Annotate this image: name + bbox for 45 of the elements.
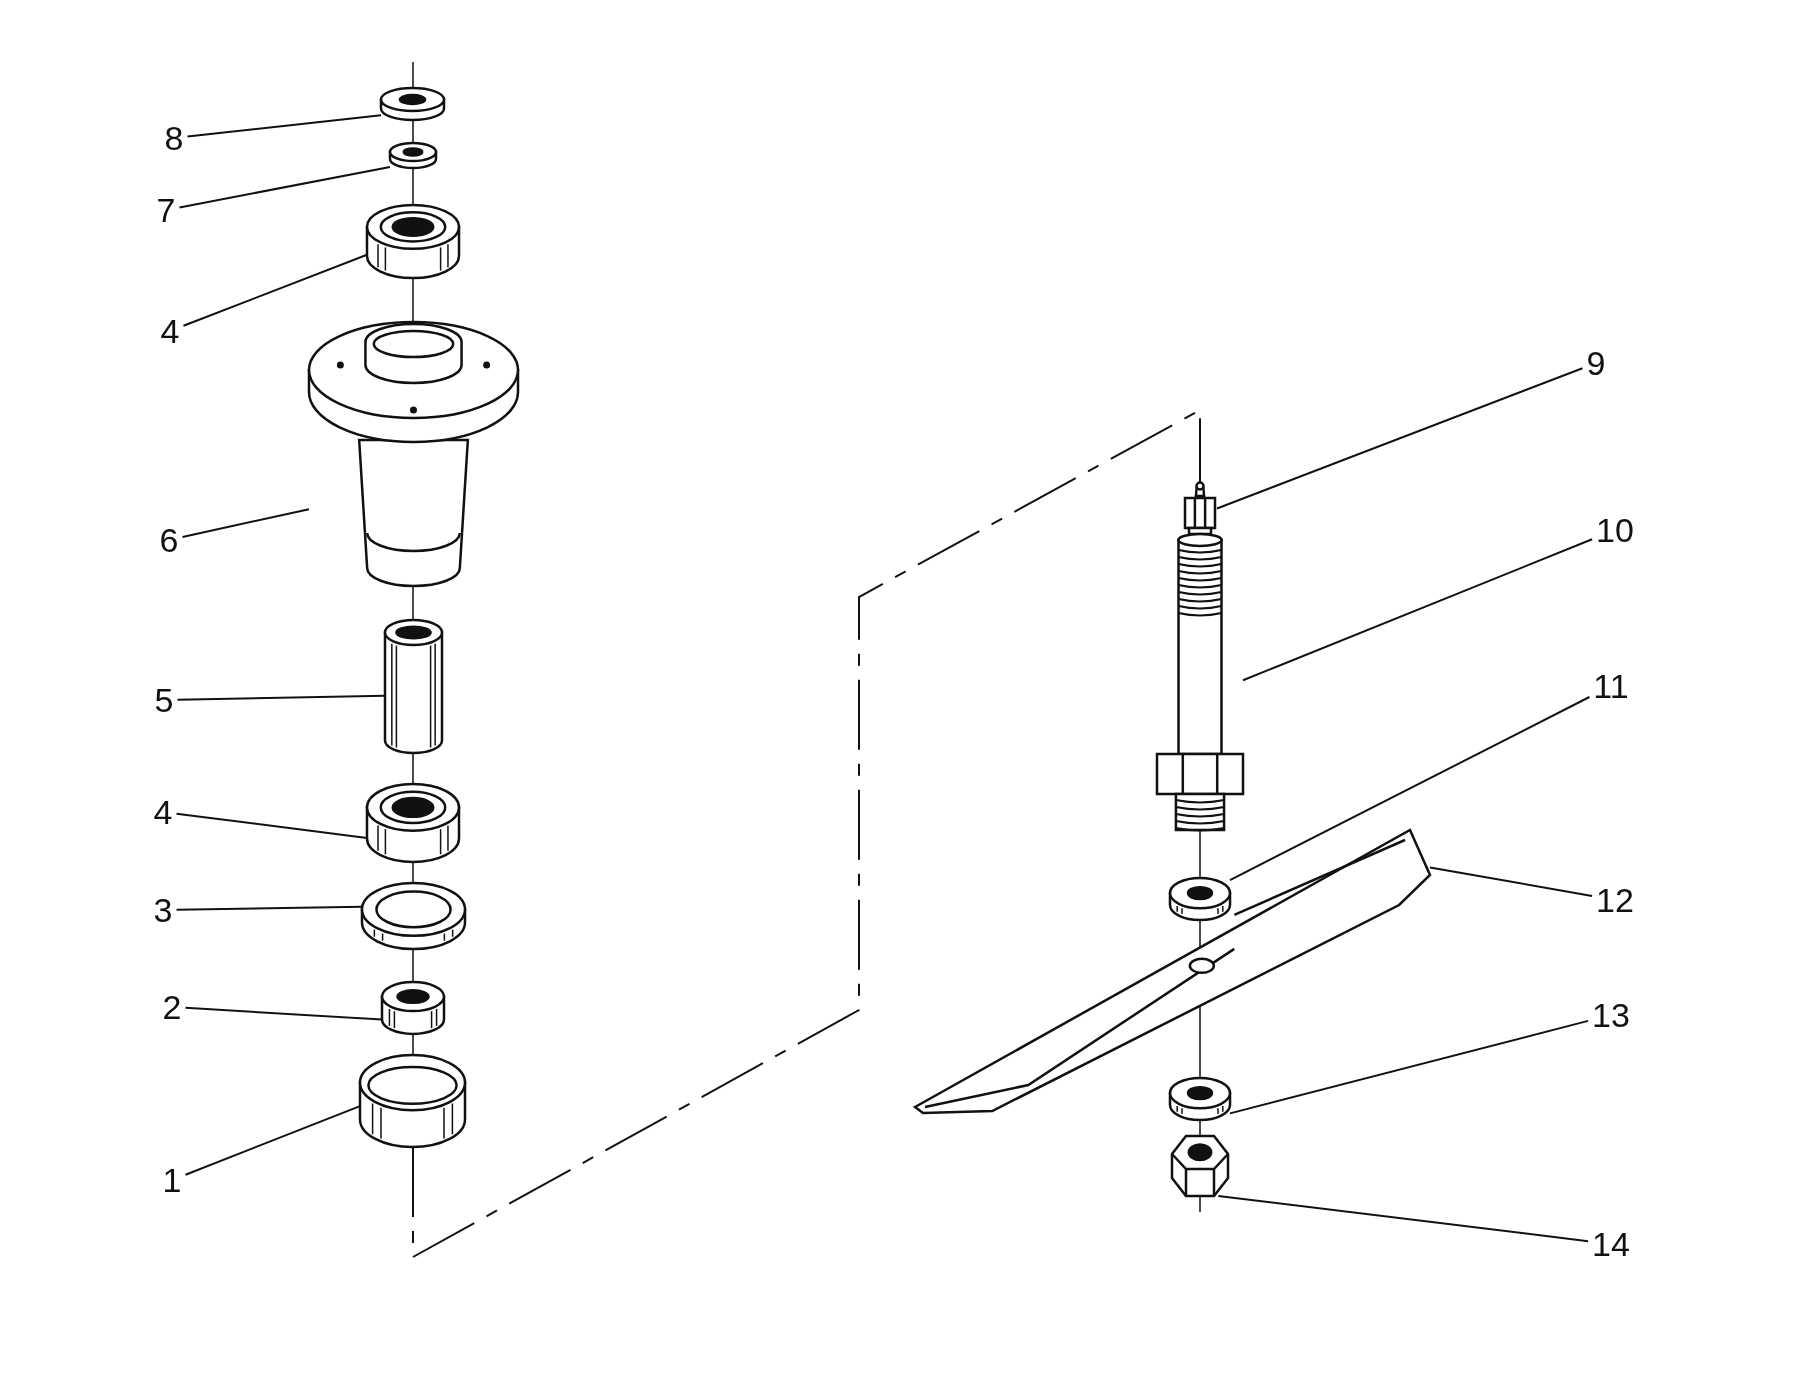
leader-line xyxy=(1217,1195,1590,1243)
nut-drawing xyxy=(1170,1134,1230,1198)
callout-number: 7 xyxy=(156,193,176,227)
bearing-drawing xyxy=(365,203,461,280)
callout-number: 12 xyxy=(1596,883,1634,917)
callout-number: 3 xyxy=(153,893,173,927)
leader-line xyxy=(182,253,368,327)
washer-drawing xyxy=(379,86,446,122)
washer-drawing xyxy=(1168,1076,1232,1122)
callout-number: 9 xyxy=(1586,346,1606,380)
leader-line xyxy=(1216,367,1584,510)
spindle-housing-drawing xyxy=(307,320,520,588)
callout-number: 5 xyxy=(154,683,174,717)
washer-drawing xyxy=(388,141,438,170)
bearing-cup-drawing xyxy=(358,1053,467,1149)
leader-line xyxy=(178,166,391,209)
grease-fitting-drawing xyxy=(1183,481,1217,536)
leader-line xyxy=(1229,1019,1590,1115)
callout-number: 4 xyxy=(160,314,180,348)
callout-number: 4 xyxy=(153,795,173,829)
leader-line xyxy=(184,1105,361,1176)
spacer-drawing xyxy=(380,980,446,1036)
spacer-drawing xyxy=(383,618,444,755)
leader-line xyxy=(181,508,310,538)
callout-number: 13 xyxy=(1592,998,1630,1032)
leader-line xyxy=(184,1006,383,1021)
leader-line xyxy=(176,694,386,701)
leader-line xyxy=(1242,538,1594,682)
leader-line xyxy=(1229,696,1591,882)
retaining-ring-drawing xyxy=(360,881,467,951)
leader-line xyxy=(175,812,368,839)
bearing-drawing xyxy=(365,782,461,864)
spindle-shaft-drawing xyxy=(1155,532,1245,832)
callout-number: 11 xyxy=(1593,669,1629,703)
callout-number: 1 xyxy=(162,1163,182,1197)
leader-line xyxy=(175,905,363,911)
leader-line xyxy=(1429,866,1594,897)
callout-number: 6 xyxy=(159,523,179,557)
leader-line xyxy=(186,114,382,138)
washer-drawing xyxy=(1168,876,1232,922)
callout-number: 2 xyxy=(162,990,182,1024)
callout-number: 14 xyxy=(1592,1227,1630,1261)
blade-drawing xyxy=(912,828,1432,1115)
callout-number: 8 xyxy=(164,121,184,155)
callout-number: 10 xyxy=(1596,513,1634,547)
